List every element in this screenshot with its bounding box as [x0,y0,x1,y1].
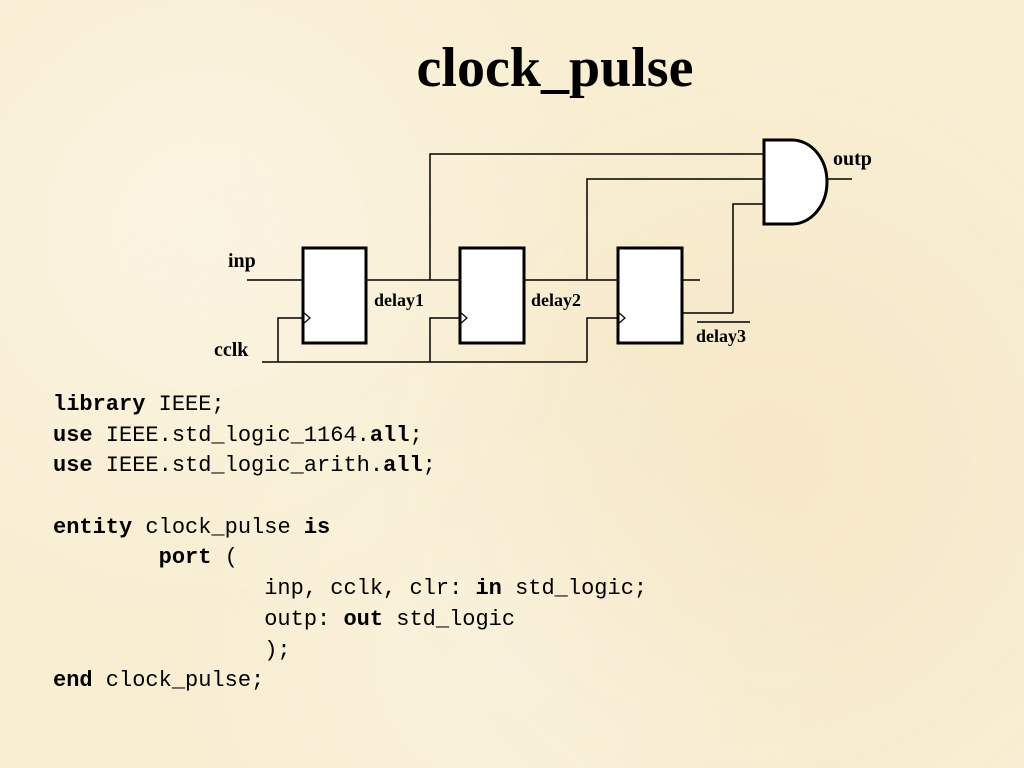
code-text: IEEE.std_logic_arith. [92,453,384,479]
code-text: outp: [53,606,344,632]
code-text: ( [211,545,238,571]
code-line: ); [53,636,647,667]
vhdl-code-block: library IEEE;use IEEE.std_logic_1164.all… [53,390,647,697]
code-line [53,482,647,513]
code-keyword: entity [53,514,133,540]
code-line: library IEEE; [53,390,647,421]
code-line: use IEEE.std_logic_1164.all; [53,421,647,452]
code-text: inp, cclk, clr: [53,576,476,602]
code-line: inp, cclk, clr: in std_logic; [53,574,647,605]
code-text [53,545,159,570]
code-line: end clock_pulse; [53,666,647,697]
code-text: clock_pulse [132,514,304,540]
clk-marker-2 [459,311,468,325]
flip-flop-2 [458,246,526,345]
clk-tap-ff3 [586,317,618,362]
label-delay2: delay2 [531,290,581,310]
and-gate [762,138,829,226]
code-keyword: use [53,453,93,479]
gate-in-3 [732,203,764,313]
code-text: IEEE; [145,392,225,417]
label-cclk: cclk [214,339,249,361]
code-keyword: use [53,422,93,448]
page-title: clock_pulse [416,37,694,99]
clk-marker-3 [617,311,626,325]
code-text: std_logic [383,606,516,632]
code-line: port ( [53,543,647,574]
label-delay1: delay1 [374,290,424,310]
flip-flop-3 [616,246,684,345]
code-keyword: out [343,606,384,632]
flip-flop-1 [301,246,368,345]
code-keyword: library [53,392,146,417]
label-inp: inp [228,250,256,272]
label-delay3: delay3 [696,326,746,346]
code-line: entity clock_pulse is [53,513,647,544]
code-keyword: in [475,576,502,602]
label-outp: outp [833,148,872,170]
gate-in-2 [586,178,764,280]
clk-tap-ff1 [277,317,303,362]
circuit-diagram: inp cclk delay1 delay2 delay3 outp [214,138,872,363]
code-text: ); [53,637,291,663]
code-keyword: is [303,514,331,540]
code-text: ; [409,422,423,448]
code-keyword: all [383,453,423,479]
code-keyword: all [369,422,410,448]
clk-tap-ff2 [429,317,460,362]
code-line: use IEEE.std_logic_arith.all; [53,451,647,482]
code-text: clock_pulse; [92,668,265,694]
clk-marker-1 [302,311,311,325]
code-text: IEEE.std_logic_1164. [92,422,370,448]
code-line: outp: out std_logic [53,605,647,636]
code-text: std_logic; [501,576,648,602]
gate-in-1 [429,153,764,280]
code-text: ; [422,453,436,479]
code-keyword: end [53,668,93,694]
code-keyword: port [158,545,212,571]
